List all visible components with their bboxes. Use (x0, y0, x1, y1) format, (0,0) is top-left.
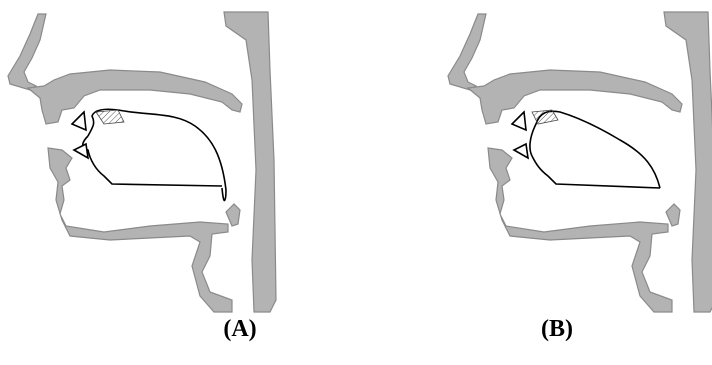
epiglottis (226, 204, 240, 226)
pharynx-wall (664, 12, 712, 312)
caption-b: (B) (527, 316, 587, 343)
nose (8, 14, 46, 90)
epiglottis (666, 204, 680, 226)
closure-hatch (96, 110, 124, 124)
lower-tooth (514, 144, 528, 158)
vocal-tract-diagram-b (440, 0, 712, 320)
palate (28, 70, 242, 124)
lower-tooth (74, 144, 88, 158)
lower-jaw (488, 148, 672, 312)
vocal-tract-diagram-a (0, 0, 300, 320)
pharynx-wall (224, 12, 276, 312)
upper-tooth (72, 112, 86, 130)
tongue-floor (532, 156, 660, 188)
palate (468, 70, 682, 124)
nose (448, 14, 486, 90)
lower-jaw (48, 148, 232, 312)
caption-a: (A) (210, 316, 270, 343)
tongue-floor (83, 136, 222, 186)
upper-tooth (512, 112, 526, 130)
